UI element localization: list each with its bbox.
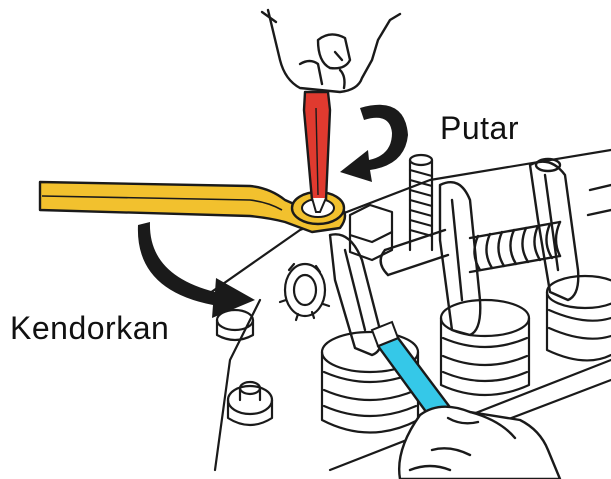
hand-top — [262, 10, 400, 92]
curved-arrow-down-icon — [138, 222, 255, 318]
ring-wrench — [40, 182, 345, 232]
loosen-label: Kendorkan — [10, 312, 169, 344]
hand-bottom — [399, 407, 560, 479]
curved-arrow-clockwise-icon — [340, 105, 408, 182]
castle-nut — [280, 264, 329, 320]
valve-spring-far — [547, 276, 611, 360]
rocker-arm-far — [530, 159, 611, 300]
turn-label: Putar — [440, 112, 519, 144]
valve-spring-right — [441, 300, 529, 395]
